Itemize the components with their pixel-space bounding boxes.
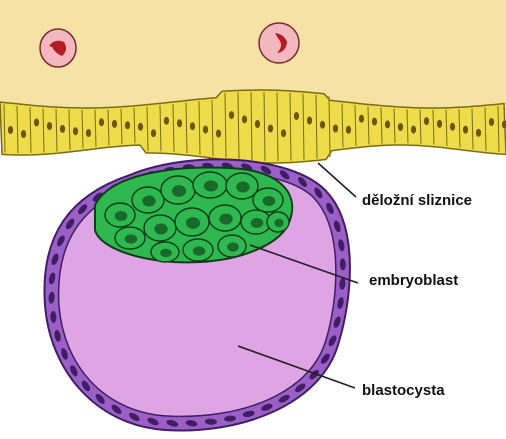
epithelium-nucleus: [359, 115, 364, 123]
epithelium-nucleus: [437, 120, 442, 128]
embryoblast-nucleus: [193, 246, 206, 255]
epithelium-nucleus: [99, 118, 104, 126]
epithelium-nucleus: [281, 129, 286, 137]
epithelium-nucleus: [333, 125, 338, 133]
epithelium-nucleus: [34, 119, 39, 127]
epithelium-nucleus: [112, 120, 117, 128]
epithelium-nucleus: [138, 123, 143, 131]
epithelium-nucleus: [177, 119, 182, 127]
embryoblast-nucleus: [227, 242, 239, 251]
epithelium-nucleus: [294, 112, 299, 120]
blood-cell-icon: [40, 29, 76, 67]
epithelium-nucleus: [372, 118, 377, 126]
epithelium-nucleus: [411, 126, 416, 134]
epithelium-nucleus: [346, 126, 351, 134]
epithelium-nucleus: [164, 117, 169, 125]
embryoblast-nucleus: [251, 218, 264, 228]
embryoblast-nucleus: [172, 185, 186, 197]
epithelium-nucleus: [203, 126, 208, 134]
epithelium-nucleus: [8, 126, 13, 134]
epithelium-nucleus: [320, 121, 325, 129]
epithelium-nucleus: [21, 130, 26, 138]
epithelium-nucleus: [450, 123, 455, 131]
label-blastocyst: blastocysta: [362, 382, 445, 399]
embryoblast-nucleus: [236, 182, 249, 193]
epithelium-nucleus: [385, 120, 390, 128]
embryoblast-nucleus: [219, 214, 232, 225]
embryoblast-nucleus: [204, 181, 218, 192]
embryoblast-nucleus: [263, 196, 276, 206]
embryoblast-nucleus: [154, 224, 167, 235]
epithelium-nucleus: [255, 120, 260, 128]
epithelium-nucleus: [242, 115, 247, 123]
embryoblast-nucleus: [142, 196, 155, 207]
epithelium-nucleus: [476, 129, 481, 137]
epithelium-nucleus: [190, 122, 195, 130]
epithelium-nucleus: [229, 111, 234, 119]
embryoblast-nucleus: [186, 217, 200, 229]
embryoblast-nucleus: [115, 211, 128, 221]
label-uterine-lining: děložní sliznice: [362, 192, 472, 209]
epithelium-nucleus: [424, 117, 429, 125]
epithelium-nucleus: [73, 127, 78, 135]
epithelium-nucleus: [307, 117, 312, 125]
embryoblast-nucleus: [160, 249, 172, 257]
epithelium-nucleus: [268, 125, 273, 133]
epithelium-nucleus: [86, 129, 91, 137]
epithelium-nucleus: [463, 126, 468, 134]
epithelium-nucleus: [216, 130, 221, 138]
label-embryoblast: embryoblast: [369, 272, 458, 289]
blood-cell-icon: [259, 23, 299, 63]
epithelium-nucleus: [60, 125, 65, 133]
epithelium-nucleus: [151, 129, 156, 137]
epithelium-nucleus: [398, 123, 403, 131]
blastocyst: [44, 159, 349, 430]
epithelium-nucleus: [125, 121, 130, 129]
embryoblast-nucleus: [125, 234, 138, 243]
epithelium-nucleus: [489, 118, 494, 126]
epithelium-nucleus: [47, 122, 52, 130]
embryoblast-nucleus: [274, 219, 283, 227]
